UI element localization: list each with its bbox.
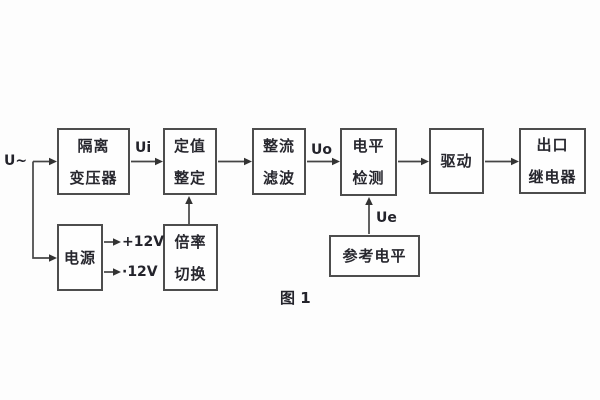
block-output-relay: 出口 继电器	[519, 128, 586, 194]
block-label: 驱动	[440, 152, 473, 170]
arrow-reference-to-level	[365, 197, 373, 234]
block-label: 隔离	[77, 136, 110, 155]
block-level-detection: 电平 检测	[340, 128, 397, 196]
block-label: 切换	[174, 264, 207, 283]
block-label: 检测	[352, 169, 385, 187]
block-label: 出口	[536, 136, 569, 154]
arrow-input-branch-to-power	[32, 161, 57, 262]
arrow-ratio-to-setting	[185, 196, 193, 224]
block-label: 继电器	[528, 168, 577, 186]
arrow-power-to-minus12v	[104, 268, 121, 276]
arrow-level-to-driver	[398, 157, 429, 166]
arrow-transformer-to-setting	[131, 157, 163, 166]
block-label: 整流	[262, 136, 295, 155]
block-label: 电源	[63, 248, 96, 267]
block-label: 定值	[173, 136, 206, 155]
arrow-power-to-plus12v	[104, 238, 121, 246]
label-ue-signal: Ue	[376, 210, 397, 226]
label-minus-12v: ·12V	[122, 264, 158, 280]
label-plus-12v: +12V	[122, 234, 165, 250]
figure-caption: 图 1	[280, 289, 311, 307]
block-label: 参考电平	[342, 247, 407, 265]
block-label: 整定	[173, 168, 206, 187]
block-setting: 定值 整定	[163, 128, 217, 195]
block-driver: 驱动	[429, 128, 484, 194]
block-reference-level: 参考电平	[329, 235, 420, 277]
block-power-supply: 电源	[57, 224, 103, 291]
arrow-rectifier-to-level	[307, 157, 340, 166]
arrow-driver-to-relay	[485, 157, 519, 166]
block-label: 滤波	[262, 168, 295, 187]
block-rectifier-filter: 整流 滤波	[252, 128, 306, 195]
block-label: 倍率	[174, 232, 207, 251]
block-label: 变压器	[69, 168, 118, 187]
block-label: 电平	[352, 137, 385, 155]
label-input-voltage: U~	[4, 153, 28, 169]
label-uo-signal: Uo	[311, 142, 332, 158]
block-isolation-transformer: 隔离 变压器	[57, 128, 130, 195]
arrow-input-to-transformer	[33, 157, 57, 166]
label-ui-signal: Ui	[135, 140, 152, 156]
arrow-setting-to-rectifier	[218, 157, 252, 166]
block-ratio-switch: 倍率 切换	[163, 224, 218, 291]
